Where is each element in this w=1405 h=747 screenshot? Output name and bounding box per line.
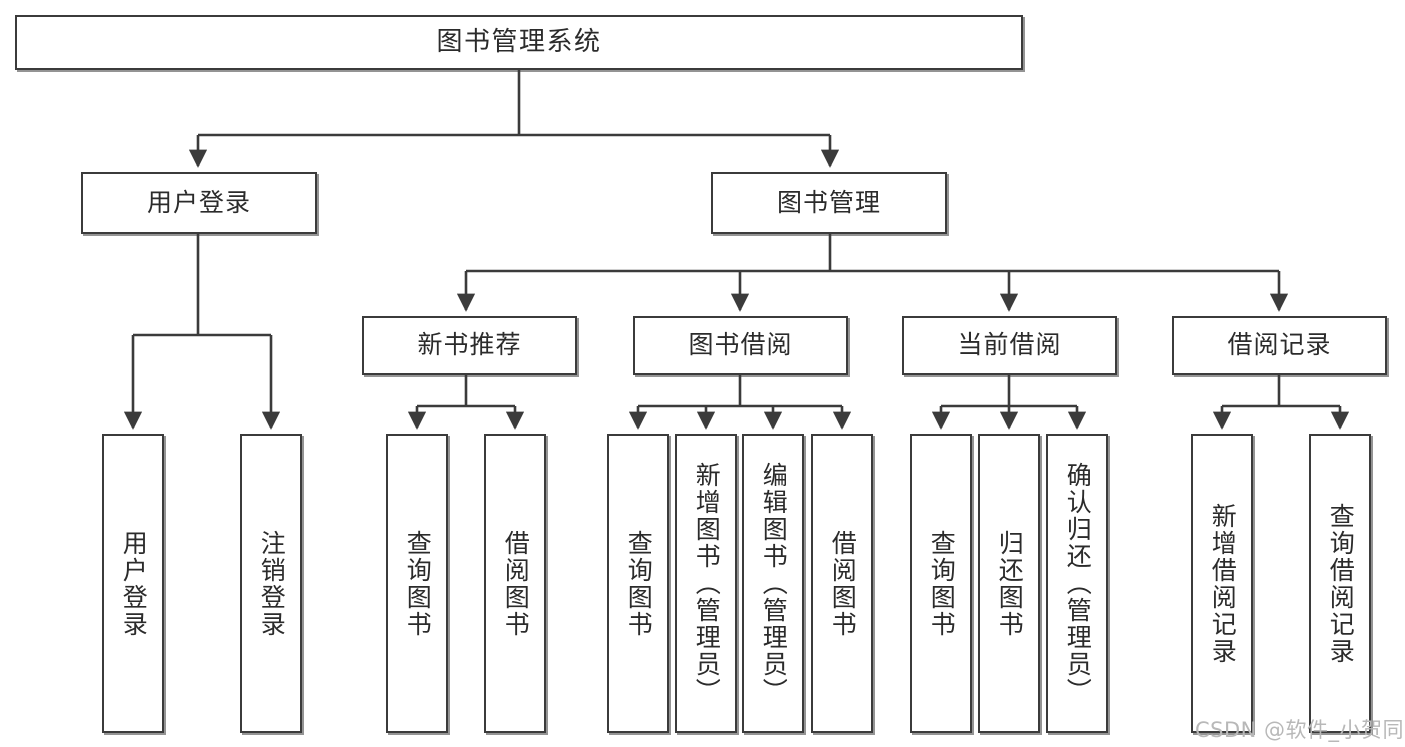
node-label: 归还图书 [995,529,1025,638]
node-label: 当前借阅 [957,330,1062,360]
node-book-borrow[interactable]: 图书借阅 [633,316,848,375]
leaf-borrow-borrow-book[interactable]: 借阅图书 [811,434,873,733]
node-new-book-recommend[interactable]: 新书推荐 [362,316,577,375]
node-label: 查询图书 [403,529,433,638]
node-root-system[interactable]: 图书管理系统 [15,15,1023,70]
node-label: 新增图书（管理员） [692,462,722,705]
node-label: 借阅图书 [501,529,531,638]
leaf-logout[interactable]: 注销登录 [240,434,302,733]
node-label: 编辑图书（管理员） [759,462,789,705]
leaf-new-book-query-book[interactable]: 查询图书 [386,434,448,733]
leaf-borrow-add-book-admin[interactable]: 新增图书（管理员） [675,434,737,733]
leaf-borrow-query-book[interactable]: 查询图书 [607,434,669,733]
node-label: 新书推荐 [417,330,522,360]
node-label: 确认归还（管理员） [1063,462,1093,705]
node-label: 注销登录 [257,529,287,638]
node-label: 查询借阅记录 [1326,502,1356,665]
leaf-current-query-book[interactable]: 查询图书 [910,434,972,733]
leaf-new-book-borrow-book[interactable]: 借阅图书 [484,434,546,733]
node-borrow-records[interactable]: 借阅记录 [1172,316,1387,375]
node-label: 图书管理 [776,187,881,217]
leaf-current-return-book[interactable]: 归还图书 [978,434,1040,733]
node-label: 用户登录 [119,529,149,638]
node-label: 借阅图书 [828,529,858,638]
node-book-management[interactable]: 图书管理 [711,172,947,234]
node-label: 借阅记录 [1227,330,1332,360]
leaf-records-add-record[interactable]: 新增借阅记录 [1191,434,1253,733]
node-label: 查询图书 [927,529,957,638]
node-label: 图书借阅 [688,330,793,360]
leaf-user-login[interactable]: 用户登录 [102,434,164,733]
node-label: 查询图书 [624,529,654,638]
node-current-borrow[interactable]: 当前借阅 [902,316,1117,375]
csdn-watermark: CSDN @软件_小贺同学 [1195,718,1405,742]
node-label: 图书管理系统 [436,26,602,57]
node-user-login[interactable]: 用户登录 [81,172,317,234]
node-label: 用户登录 [146,187,251,217]
leaf-borrow-edit-book-admin[interactable]: 编辑图书（管理员） [742,434,804,733]
leaf-records-query-record[interactable]: 查询借阅记录 [1309,434,1371,733]
node-label: 新增借阅记录 [1208,502,1238,665]
leaf-current-confirm-return-admin[interactable]: 确认归还（管理员） [1046,434,1108,733]
